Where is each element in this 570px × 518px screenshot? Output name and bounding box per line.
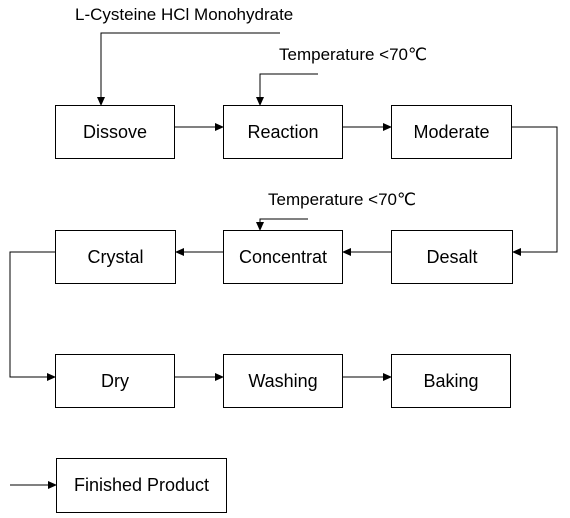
step-moderate-label: Moderate <box>413 121 490 142</box>
step-washing-label: Washing <box>248 370 318 391</box>
arrow-moderate-to-desalt <box>512 126 558 256</box>
step-reaction: Reaction <box>223 105 343 159</box>
step-dry: Dry <box>55 354 175 408</box>
step-baking: Baking <box>391 354 511 408</box>
step-concentrat-label: Concentrat <box>238 246 328 267</box>
input-label-temperature-1: Temperature <70℃ <box>279 45 428 64</box>
step-finished-product: Finished Product <box>56 458 227 513</box>
step-dissove-label: Dissove <box>82 121 148 142</box>
step-baking-label: Baking <box>423 370 479 391</box>
input-label-l-cysteine: L-Cysteine HCl Monohydrate <box>75 5 294 24</box>
step-crystal-label: Crystal <box>87 246 144 267</box>
step-moderate: Moderate <box>391 105 512 159</box>
step-desalt-label: Desalt <box>426 246 478 267</box>
step-dissove: Dissove <box>55 105 175 159</box>
step-dry-label: Dry <box>101 370 129 391</box>
arrow-temp-to-reaction <box>256 73 318 106</box>
step-reaction-label: Reaction <box>247 121 319 142</box>
input-label-temperature-2: Temperature <70℃ <box>268 190 417 209</box>
step-crystal: Crystal <box>55 230 176 284</box>
step-finished-product-label: Finished Product <box>73 475 210 495</box>
step-concentrat: Concentrat <box>223 230 343 284</box>
arrow-temp-to-concentrat <box>256 218 308 231</box>
arrow-crystal-to-dry <box>9 251 56 381</box>
arrow-input-to-dissove <box>97 32 280 106</box>
step-desalt: Desalt <box>391 230 513 284</box>
step-washing: Washing <box>223 354 343 408</box>
